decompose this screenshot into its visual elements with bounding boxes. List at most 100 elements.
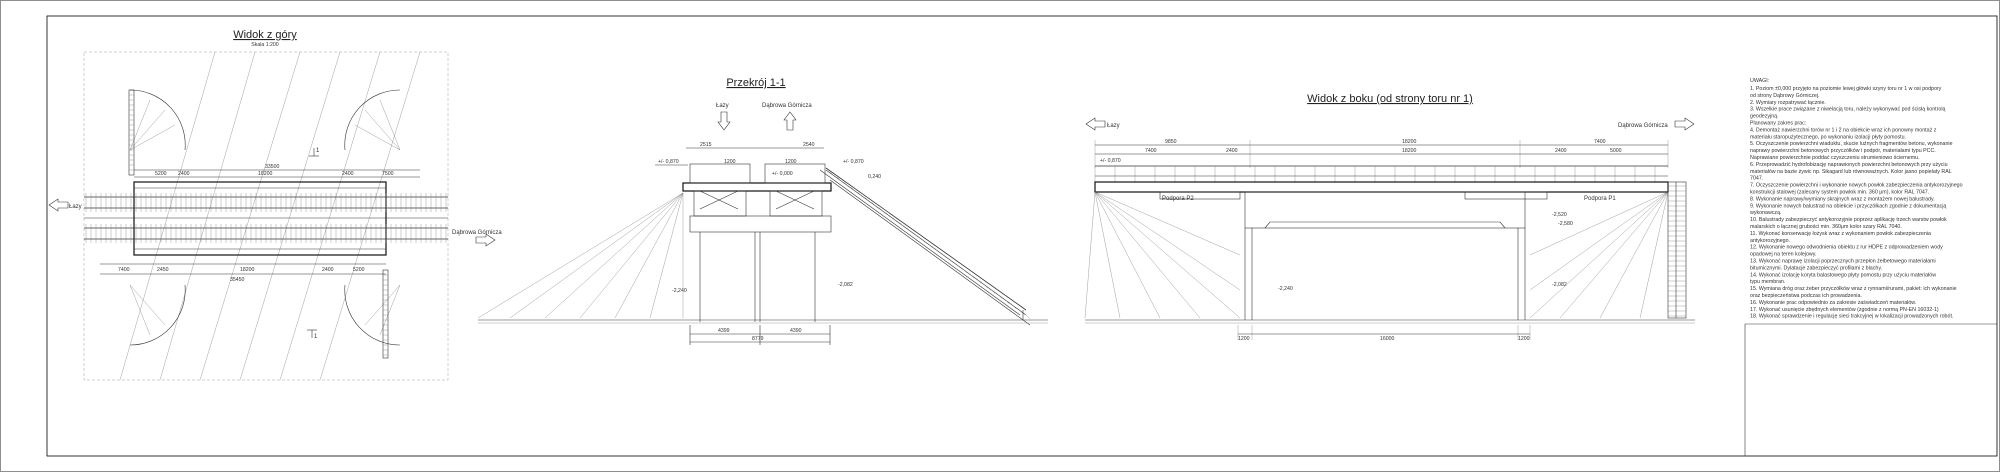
section-deck [682,163,832,322]
note-line: 13. Wykonać naprawę izolacji poprzecznyc… [1750,259,1936,265]
note-line: typu membran. [1750,279,1785,285]
svg-text:2400: 2400 [1555,148,1567,154]
stair-tread [1018,309,1024,314]
dim-top-2: 18200 [258,171,273,177]
svg-text:9850: 9850 [1165,139,1177,145]
svg-text:2540: 2540 [803,142,815,148]
top-view-frame [83,51,449,381]
stair-tread [829,171,835,177]
side-stair [1667,181,1687,319]
note-line: 12. Wykonanie nowego odwodnienia obiektu… [1750,245,1943,251]
svg-text:18200: 18200 [1402,148,1417,154]
svg-text:Podpora P2: Podpora P2 [1162,196,1194,202]
dim-bottom-1: 2450 [157,267,169,273]
direction-arrow-right: Dąbrowa Górnicza [452,230,502,247]
dim-top-0: 5200 [155,171,167,177]
stair-tread [1011,304,1017,309]
svg-text:7400: 7400 [1145,148,1157,154]
note-line: geodezyjną. [1750,114,1779,120]
svg-text:Dąbrowa Górnicza: Dąbrowa Górnicza [762,103,812,109]
stair-tread [913,233,919,238]
note-line: 10. Balustrady zabezpieczyć antykorozyjn… [1750,217,1947,223]
side-embankment-right [1529,191,1669,319]
stair-tread [871,202,877,207]
note-line: 7. Oczyszczenie powierzchni i wykonanie … [1750,183,1963,189]
note-line: oraz bezpieczeństwa podczas ich prowadze… [1750,293,1862,299]
dim-bottom-total: 35450 [230,277,245,283]
svg-text:5000: 5000 [1610,148,1622,154]
dim-bottom-4: 5200 [353,267,365,273]
notes-block: UWAGI: 1. Poziom ±0,000 przyjęto na pozi… [1750,78,1963,320]
road-lines [119,51,421,381]
note-line: bitumicznymi. Dylatacje zabezpieczyć pro… [1750,265,1882,271]
svg-text:+/- 0,870: +/- 0,870 [658,159,679,165]
dim-bottom-3: 2400 [322,267,334,273]
svg-text:8779: 8779 [752,336,764,342]
section-dims-bottom: 4399 4390 8779 [689,325,831,345]
stair-tread [955,263,961,268]
note-line: 4. Demontaż nawierzchni torów nr 1 i 2 n… [1750,127,1937,133]
stair-tread [983,284,989,289]
section-arrow-down: Łazy [716,103,731,131]
stair-tread [850,187,856,192]
svg-text:-2,240: -2,240 [1278,286,1293,292]
stair-tread [1025,314,1031,319]
note-line: naprawy powierzchni betonowych przyczółk… [1750,148,1936,154]
note-line: 7047. [1750,176,1763,182]
side-arrow-right: Dąbrowa Górnicza [1618,117,1695,131]
svg-text:4390: 4390 [790,328,802,334]
note-line: 5. Oczyszczenie powierzchni wiaduktu, sk… [1750,141,1953,147]
top-dims-lower: 7400 2450 18200 2400 5200 35450 [100,263,386,283]
section-view: Przekrój 1-1 Łazy Dąbrowa Górnicza 2515 … [477,77,1048,345]
svg-text:Podpora P1: Podpora P1 [1584,196,1616,202]
section-title: Przekrój 1-1 [726,77,785,89]
side-view-title: Widok z boku (od strony toru nr 1) [1307,93,1473,105]
stairs-bottom-right [382,269,389,359]
drawing-frame [46,15,1998,457]
stair-tread [899,222,905,228]
section-marker-top: 1 [309,148,320,157]
side-embankment-left [1084,191,1241,319]
side-ground [1085,319,1695,324]
embankment-arcs [129,89,401,346]
side-dim-ticks [1094,140,1669,168]
section-marker-bottom: 1 [307,329,318,340]
svg-text:0,240: 0,240 [868,174,881,180]
svg-text:7400: 7400 [1594,139,1606,145]
section-embankment-left [477,192,684,319]
stair-tread [976,278,982,284]
svg-text:Dąbrowa Górnicza: Dąbrowa Górnicza [1618,123,1668,129]
side-view: Widok z boku (od strony toru nr 1) Łazy … [1084,93,1695,342]
side-dims-row1: 9850 18200 7400 [1095,139,1668,146]
note-line: antykorozyjnego. [1750,238,1790,244]
svg-text:-2,520: -2,520 [1552,212,1567,218]
svg-text:4399: 4399 [718,328,730,334]
svg-text:Dąbrowa Górnicza: Dąbrowa Górnicza [452,230,502,236]
title-block [1744,323,1997,456]
dim-top-3: 2400 [342,171,354,177]
side-railing [1094,165,1668,182]
direction-arrow-left: Łazy [48,198,82,212]
top-view-title: Widok z góry [233,29,297,41]
notes-heading: UWAGI: [1750,78,1769,84]
note-line: 18. Wykonać sprawdzenie i regulację siec… [1750,314,1953,320]
stairs-top-left [128,89,135,176]
side-arrow-left: Łazy [1085,117,1120,131]
note-line: 8. Wykonanie naprawy/wymiany skrajnych w… [1750,196,1935,202]
section-ground [478,319,1048,324]
svg-text:1200: 1200 [1518,336,1530,342]
svg-text:+/- 0,870: +/- 0,870 [1100,158,1121,164]
note-line: 9. Wykonanie nowych balustrad na obiekci… [1750,203,1946,209]
svg-text:Łazy: Łazy [716,103,729,109]
dim-top-total: 33500 [265,164,280,170]
dim-bottom-2: 18200 [240,267,255,273]
stair-tread [1004,299,1010,304]
note-line: 3. Wszelkie prace związane z niwelacją t… [1750,107,1946,113]
svg-text:Łazy: Łazy [69,204,82,210]
side-levels: -2,520 -2,580 -2,240 -2,082 [1278,212,1573,292]
stair-tread [843,182,849,187]
svg-text:-2,240: -2,240 [672,288,687,294]
svg-text:1200: 1200 [1238,336,1250,342]
